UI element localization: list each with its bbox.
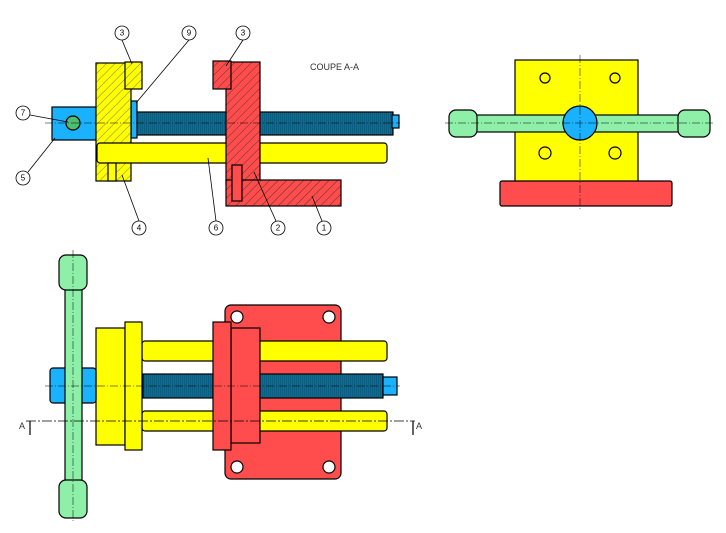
section-title: COUPE A-A <box>310 62 359 72</box>
red-base <box>499 180 673 207</box>
red-base-1 <box>225 179 342 207</box>
balloon-7: 7 <box>21 109 26 118</box>
balloon-4: 4 <box>137 224 142 233</box>
washer-9 <box>130 100 138 139</box>
balloon-2: 2 <box>276 224 281 233</box>
side-view <box>445 55 715 210</box>
yellow-plate <box>95 327 126 446</box>
yellow-key-3 <box>124 61 143 90</box>
top-view: A A <box>19 250 422 522</box>
knob-left <box>448 109 478 138</box>
screw <box>142 373 384 399</box>
screw-tip <box>391 114 400 129</box>
balloon-3b: 3 <box>241 29 246 38</box>
bolt <box>231 164 243 202</box>
balloons <box>27 39 323 222</box>
red-key-3 <box>212 60 232 90</box>
section-marker-right: A <box>416 421 422 431</box>
red-jaw-top <box>230 327 261 444</box>
screw-4 <box>107 162 117 182</box>
balloon-3a: 3 <box>120 29 125 38</box>
section-view: COUPE A-A <box>45 60 400 207</box>
balloon-9: 9 <box>187 29 192 38</box>
rod-top <box>141 340 388 362</box>
balloon-6: 6 <box>214 224 219 233</box>
balloon-5: 5 <box>21 174 26 183</box>
handle-bar-vert <box>64 287 83 483</box>
screw-body <box>135 111 394 136</box>
knob-right <box>677 109 711 138</box>
section-marker-left: A <box>19 421 25 431</box>
balloon-1: 1 <box>322 224 327 233</box>
